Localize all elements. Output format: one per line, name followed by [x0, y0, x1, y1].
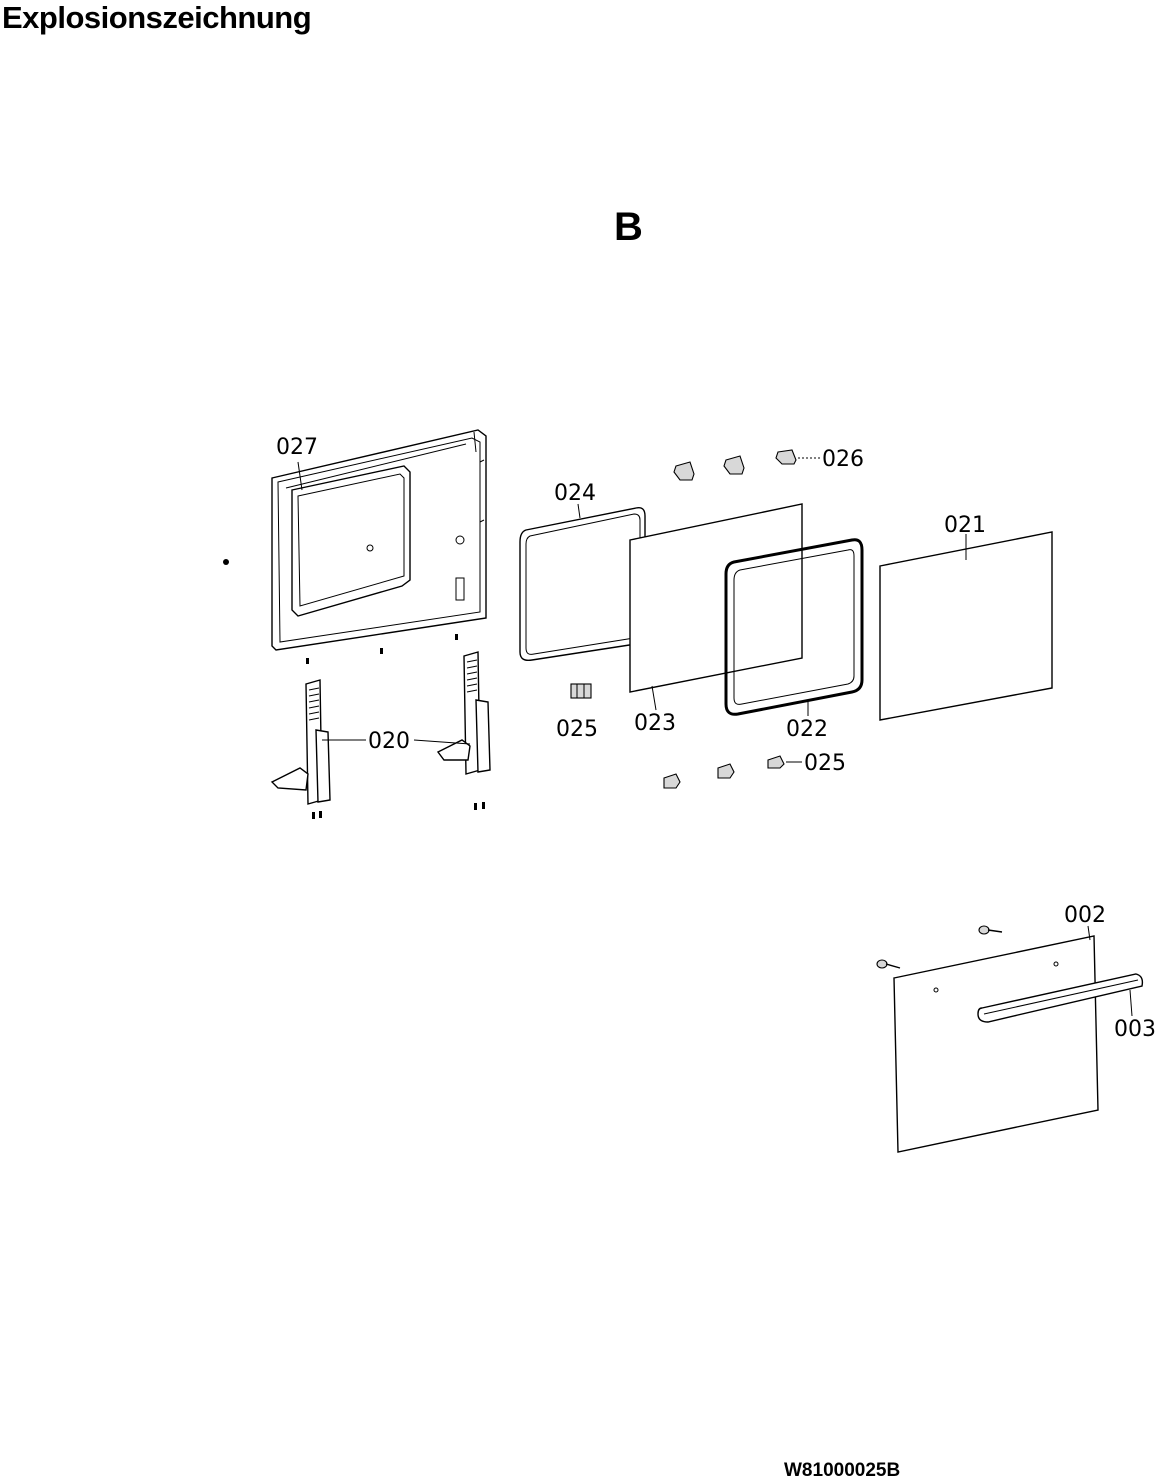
part-027-inner-frame — [271, 429, 487, 651]
label-024: 024 — [554, 481, 596, 506]
leader-003 — [1129, 989, 1133, 1017]
label-025-spacer: 025 — [556, 717, 598, 742]
page-title: Explosionszeichnung — [2, 0, 312, 35]
part-021-outer-glass — [879, 531, 1053, 721]
part-024-gasket — [519, 506, 646, 662]
leader-027 — [297, 461, 303, 491]
part-025-spacer — [570, 683, 592, 699]
part-022-frame-gasket — [724, 538, 864, 716]
frame-screws — [223, 559, 458, 664]
label-002: 002 — [1064, 903, 1106, 928]
label-022: 022 — [786, 717, 828, 742]
part-002-door-panel — [893, 935, 1099, 1153]
section-letter: B — [614, 205, 643, 249]
label-021: 021 — [944, 513, 986, 538]
label-020: 020 — [368, 729, 410, 754]
part-025-lower-clips — [663, 755, 785, 789]
leader-020-right — [413, 739, 471, 745]
label-003: 003 — [1114, 1017, 1156, 1042]
part-020-right-hinge — [436, 651, 491, 810]
label-026: 026 — [822, 447, 864, 472]
part-026-clips — [673, 449, 797, 481]
door-screws — [876, 925, 1003, 969]
document-code: W81000025B — [784, 1460, 901, 1481]
leader-023 — [651, 685, 657, 711]
leader-024 — [577, 503, 581, 519]
label-023: 023 — [634, 711, 676, 736]
part-023-glass-panel — [629, 503, 803, 693]
label-025-clips: 025 — [804, 751, 846, 776]
part-020-left-hinge — [270, 679, 331, 819]
leader-002 — [1087, 925, 1091, 941]
label-027: 027 — [276, 435, 318, 460]
part-003-handle — [977, 973, 1144, 1023]
